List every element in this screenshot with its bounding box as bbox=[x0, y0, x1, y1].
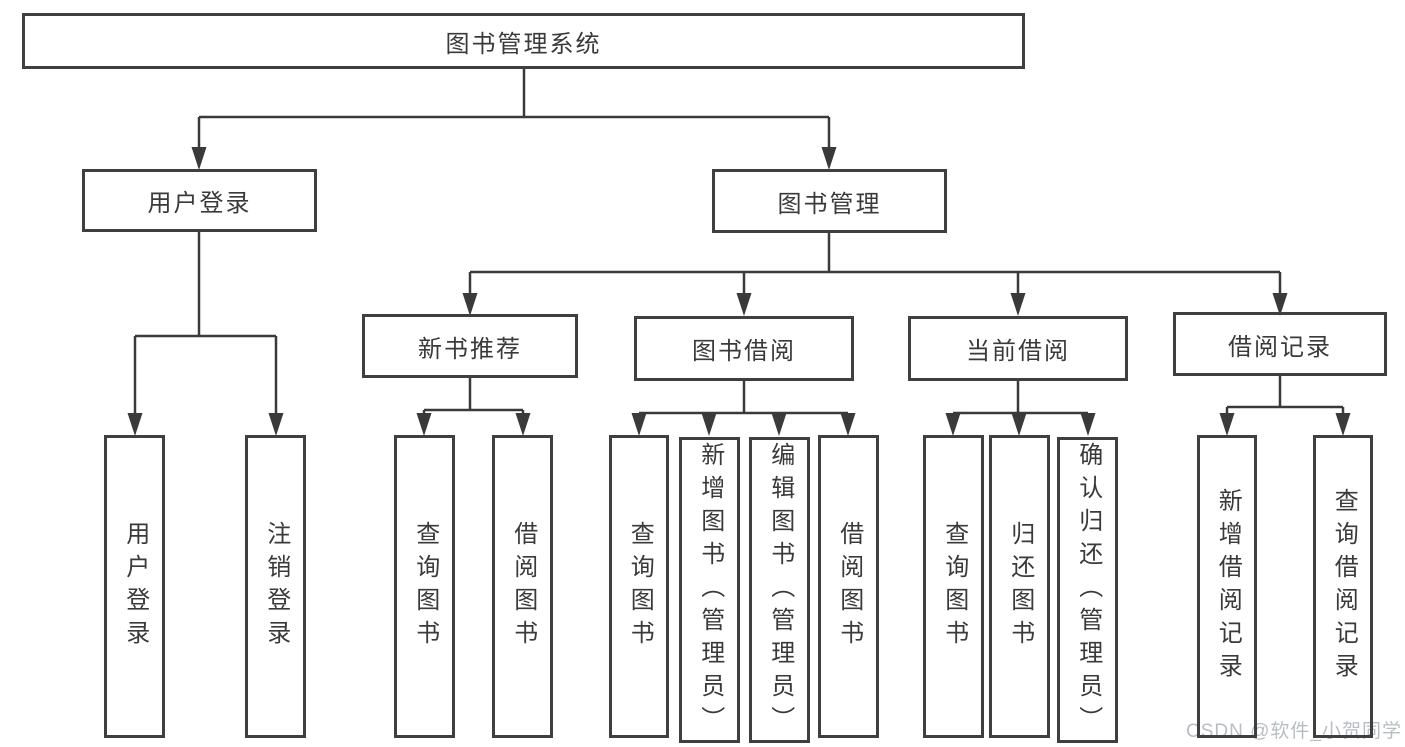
leaf-logout: 注销登录 bbox=[245, 435, 306, 738]
edge-bookborrow-to-leaves bbox=[637, 380, 850, 418]
node-label: 用户登录 bbox=[147, 190, 252, 217]
arrowhead-icon bbox=[945, 413, 961, 436]
edge-bookmgmt-to-level3 bbox=[468, 232, 1282, 295]
arrowhead-icon bbox=[701, 413, 717, 436]
node-label: 新书推荐 bbox=[418, 335, 522, 363]
node-label: 借阅记录 bbox=[1228, 333, 1332, 361]
edge-currentborrow-to-leaves bbox=[951, 380, 1090, 418]
arrowhead-icon bbox=[462, 293, 478, 316]
node-label: 新增图书（管理员） bbox=[696, 441, 724, 739]
node-label: 编辑图书（管理员） bbox=[766, 441, 794, 739]
node-borrow-records: 借阅记录 bbox=[1173, 312, 1387, 376]
node-label: 查询图书 bbox=[940, 520, 968, 653]
node-label: 归还图书 bbox=[1006, 520, 1034, 653]
leaf-borrow-books-recommend: 借阅图书 bbox=[492, 435, 553, 738]
arrowhead-icon bbox=[736, 293, 752, 316]
node-book-management: 图书管理 bbox=[712, 169, 947, 233]
node-label: 借阅图书 bbox=[509, 520, 537, 653]
node-label: 用户登录 bbox=[121, 520, 149, 653]
node-label: 确认归还（管理员） bbox=[1074, 441, 1102, 739]
node-label: 图书管理 bbox=[777, 190, 882, 218]
node-user-login: 用户登录 bbox=[82, 169, 317, 232]
node-label: 图书借阅 bbox=[692, 338, 796, 365]
leaf-borrow-books: 借阅图书 bbox=[818, 435, 879, 738]
node-label: 图书管理系统 bbox=[445, 30, 602, 58]
leaf-add-books-admin: 新增图书（管理员） bbox=[679, 437, 740, 743]
edge-borrowrecords-to-leaves bbox=[1225, 376, 1345, 418]
arrowhead-icon bbox=[771, 413, 787, 436]
arrowhead-icon bbox=[1080, 413, 1096, 436]
arrowhead-icon bbox=[1219, 413, 1235, 436]
arrowhead-icon bbox=[1011, 413, 1027, 436]
leaf-edit-books-admin: 编辑图书（管理员） bbox=[749, 437, 810, 743]
leaf-user-login: 用户登录 bbox=[104, 435, 165, 738]
leaf-add-borrow-record: 新增借阅记录 bbox=[1197, 435, 1257, 738]
node-current-borrow: 当前借阅 bbox=[908, 316, 1128, 381]
arrowhead-icon bbox=[191, 147, 207, 170]
node-label: 查询图书 bbox=[626, 520, 654, 653]
arrowhead-icon bbox=[416, 413, 432, 436]
node-label: 注销登录 bbox=[262, 520, 290, 653]
node-new-book-recommend: 新书推荐 bbox=[362, 314, 578, 378]
node-label: 查询图书 bbox=[411, 520, 439, 653]
leaf-return-books: 归还图书 bbox=[989, 435, 1050, 738]
node-label: 当前借阅 bbox=[966, 338, 1070, 365]
edge-newbook-to-leaves bbox=[422, 377, 525, 418]
edge-userlogin-to-leaves bbox=[133, 231, 278, 416]
arrowhead-icon bbox=[1010, 293, 1026, 316]
arrowhead-icon bbox=[821, 147, 837, 170]
leaf-query-borrow-record: 查询借阅记录 bbox=[1313, 435, 1373, 738]
edge-root-to-level2 bbox=[197, 68, 831, 150]
node-root-system: 图书管理系统 bbox=[22, 13, 1025, 69]
arrowhead-icon bbox=[515, 413, 531, 436]
node-label: 查询借阅记录 bbox=[1330, 487, 1358, 686]
node-book-borrow: 图书借阅 bbox=[634, 316, 854, 381]
node-label: 借阅图书 bbox=[835, 520, 863, 653]
arrowhead-icon bbox=[127, 413, 143, 436]
leaf-query-books-recommend: 查询图书 bbox=[394, 435, 455, 738]
arrowhead-icon bbox=[631, 413, 647, 436]
arrowhead-icon bbox=[268, 413, 284, 436]
arrowhead-icon bbox=[1335, 413, 1351, 436]
node-label: 新增借阅记录 bbox=[1214, 487, 1242, 686]
leaf-query-books-current: 查询图书 bbox=[923, 435, 984, 738]
leaf-query-books-borrow: 查询图书 bbox=[609, 435, 669, 738]
arrowhead-icon bbox=[840, 413, 856, 436]
leaf-confirm-return-admin: 确认归还（管理员） bbox=[1057, 437, 1118, 743]
